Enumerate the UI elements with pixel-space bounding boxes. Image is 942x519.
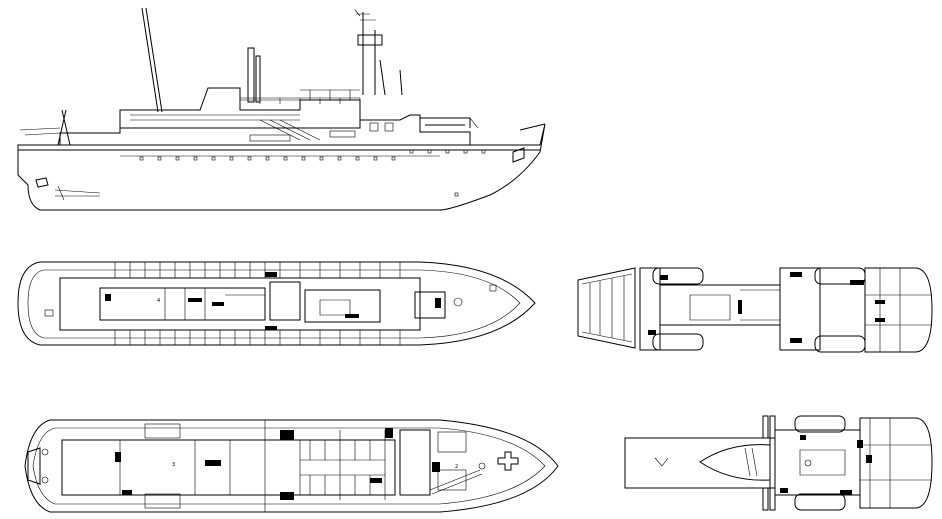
superstructure-plan-upper — [577, 267, 933, 353]
mark-lower-b: 2 — [455, 464, 458, 470]
forward-crane — [420, 117, 471, 128]
deck-plan-lower: 3 2 — [24, 419, 559, 513]
aft-crane — [57, 109, 71, 146]
mark-upper-a: 4 — [157, 298, 160, 304]
hull-outline — [17, 123, 546, 211]
aft-deck-outline — [577, 267, 636, 349]
portholes — [139, 149, 486, 197]
upper-hull-outline — [17, 261, 536, 346]
exhaust-stack — [247, 47, 255, 103]
superstructure — [59, 114, 471, 145]
lifeboat-starboard — [652, 333, 704, 351]
deck-plan-upper: 4 — [17, 261, 536, 346]
windlass — [453, 297, 463, 307]
main-mast — [362, 12, 376, 95]
hawse-pipe — [512, 147, 525, 163]
mast-platform — [357, 34, 383, 46]
stern-fitting — [35, 177, 49, 188]
superstructure-plan-lower — [624, 415, 933, 511]
aft-mast — [141, 7, 163, 113]
transom — [27, 447, 41, 485]
lifeboat-port — [652, 267, 704, 285]
profile-view — [17, 7, 546, 211]
cross-hatch-fitting — [497, 451, 519, 471]
lower-hull-outline — [24, 419, 559, 513]
mark-lower-a: 3 — [172, 462, 175, 468]
funnel-casing — [699, 444, 771, 481]
